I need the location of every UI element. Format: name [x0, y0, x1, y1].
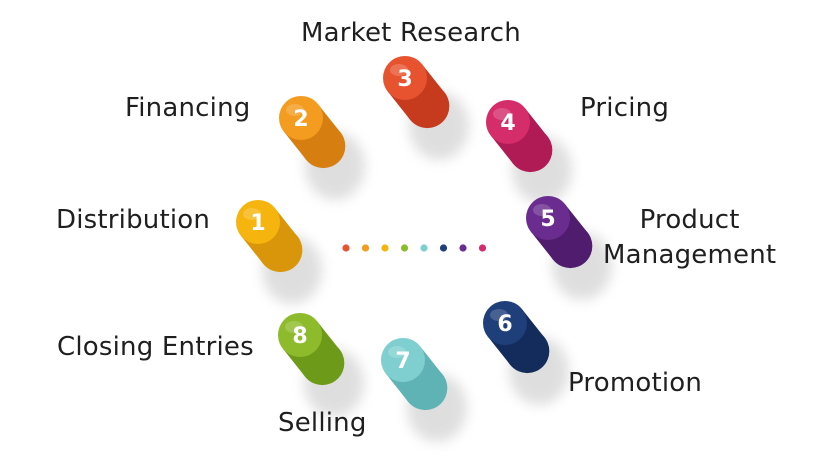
step-8-label: Closing Entries [57, 332, 254, 362]
cylinder-body-group [279, 96, 346, 169]
cylinder-body-group [381, 338, 448, 411]
center-dot [361, 244, 370, 252]
cylinder-front-face [381, 338, 425, 382]
cylinder-highlight [390, 64, 408, 76]
cylinder-body-group [278, 313, 345, 386]
cylinder-highlight [243, 208, 261, 220]
step-8-number: 8 [292, 324, 307, 349]
step-1-number: 1 [250, 211, 265, 236]
center-dots [342, 244, 487, 252]
step-7-label: Selling [278, 408, 367, 438]
center-dot [439, 244, 448, 252]
step-2-number: 2 [293, 107, 308, 132]
center-dot [459, 244, 467, 252]
step-3-cylinder [383, 56, 469, 160]
cylinder-highlight [285, 321, 303, 333]
step-7-number: 7 [395, 349, 410, 374]
center-dot [400, 244, 409, 252]
cylinder-highlight [286, 104, 304, 116]
cylinder-front-face [483, 301, 527, 345]
step-4-cylinder [486, 100, 572, 204]
cylinder-front-face [526, 196, 570, 240]
cylinder-front-face [279, 96, 323, 140]
cylinder-front-face [383, 56, 427, 100]
step-5-cylinder [526, 196, 612, 300]
cylinder-body-group [486, 100, 553, 173]
cylinder-highlight [490, 309, 508, 321]
step-6-cylinder [483, 301, 569, 405]
cylinder-highlight [533, 204, 551, 216]
cylinder-body-group [483, 301, 550, 374]
step-3-label: Market Research [301, 18, 521, 48]
step-6-label: Promotion [568, 368, 703, 398]
step-5-label-line1: Product [639, 205, 740, 235]
cylinder-front-face [486, 100, 530, 144]
step-7-cylinder [381, 338, 467, 442]
step-4-number: 4 [500, 111, 515, 136]
cylinder-body-group [526, 196, 593, 269]
step-4-label: Pricing [580, 93, 670, 123]
cylinder-highlight [493, 108, 511, 120]
cylinder-highlight [388, 346, 406, 358]
center-dot [342, 244, 350, 252]
step-8-cylinder [278, 313, 364, 417]
cylinder-front-face [236, 200, 280, 244]
center-dot [420, 244, 428, 252]
step-2-cylinder [279, 96, 365, 200]
cylinder-front-face [278, 313, 322, 357]
step-5-label: Product Management [603, 203, 776, 273]
cylinder-body-group [383, 56, 450, 129]
step-3-number: 3 [397, 67, 412, 92]
center-dot [478, 244, 487, 252]
step-1-label: Distribution [56, 205, 211, 235]
cylinder-body-group [236, 200, 303, 273]
step-6-number: 6 [497, 312, 512, 337]
step-2-label: Financing [125, 93, 251, 123]
step-5-label-line2: Management [603, 240, 777, 271]
center-dot [381, 244, 389, 252]
step-5-number: 5 [540, 207, 555, 232]
step-1-cylinder [236, 200, 322, 304]
